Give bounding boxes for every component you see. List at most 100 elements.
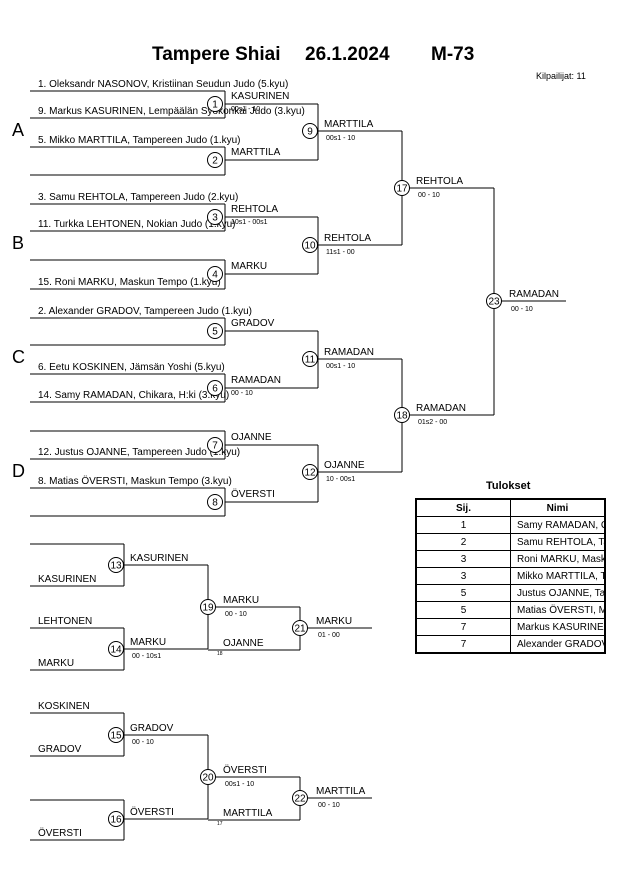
results-header-row: Sij. Nimi — [415, 498, 606, 517]
winner-name: GRADOV — [130, 723, 174, 734]
match-number-circle — [394, 180, 410, 196]
match-score: 00 - 10 — [418, 192, 440, 199]
name-cell: Markus KASURINEN, Lempäälän Syo — [510, 618, 606, 636]
match-number: 14 — [110, 645, 122, 656]
match-number-circle — [200, 769, 216, 785]
winner-name: MARKU — [223, 595, 259, 606]
cross-ref: 18 — [217, 651, 223, 657]
winner-name: GRADOV — [231, 318, 275, 329]
winner-name: ÖVERSTI — [130, 806, 174, 818]
winner-name: REHTOLA — [231, 204, 278, 215]
match-number-circle — [207, 323, 223, 339]
match-number-circle — [207, 266, 223, 282]
participant-count: Kilpailijat: 11 — [536, 71, 586, 81]
match-score: 01s2 - 00 — [418, 419, 447, 426]
match-score: 00 - 10 — [511, 306, 533, 313]
match-number: 9 — [307, 127, 313, 138]
match-number: 12 — [304, 468, 316, 479]
name-cell: Samu REHTOLA, Tampereen Judo — [510, 533, 606, 551]
winner-name: RAMADAN — [324, 347, 374, 358]
rank-cell: 7 — [415, 618, 511, 636]
entrant-name: 11. Turkka LEHTONEN, Nokian Judo (1.kyu) — [38, 219, 236, 230]
winner-name: ÖVERSTI — [223, 764, 267, 776]
entrant-name: 8. Matias ÖVERSTI, Maskun Tempo (3.kyu) — [38, 475, 232, 487]
match-number: 4 — [212, 270, 218, 281]
entrant-name: 3. Samu REHTOLA, Tampereen Judo (2.kyu) — [38, 192, 238, 203]
winner-name: KASURINEN — [231, 91, 289, 102]
name-cell: Samy RAMADAN, Chikara, H:ki — [510, 516, 606, 534]
name-cell: Justus OJANNE, Tampereen Judo — [510, 584, 606, 602]
winner-name: MARTTILA — [324, 119, 374, 130]
match-number-circle — [394, 407, 410, 423]
match-number-circle — [200, 599, 216, 615]
match-number-circle — [207, 209, 223, 225]
match-number-circle — [207, 437, 223, 453]
match-score: 00s1 - 10 — [231, 106, 260, 113]
entrant-name: 6. Eetu KOSKINEN, Jämsän Yoshi (5.kyu) — [38, 362, 225, 373]
match-number-circle — [302, 123, 318, 139]
entrant-name: 9. Markus KASURINEN, Lempäälän Syokonkai… — [38, 106, 305, 117]
match-number-circle — [108, 727, 124, 743]
winner-name: KASURINEN — [130, 553, 188, 564]
weight-category: M-73 — [431, 44, 475, 65]
name-cell: Matias ÖVERSTI, Maskun Tempo — [510, 601, 606, 619]
match-score: 00 - 10 — [225, 611, 247, 618]
match-number: 17 — [396, 184, 408, 195]
cross-ref: 17 — [217, 821, 223, 827]
rank-cell: 3 — [415, 550, 511, 568]
match-number: 10 — [304, 241, 316, 252]
winner-name: MARKU — [231, 261, 267, 272]
cross-entrant: OJANNE — [223, 638, 264, 649]
tournament-date: 26.1.2024 — [305, 44, 390, 65]
match-score: 00s1 - 10 — [326, 363, 355, 370]
rank-cell: 2 — [415, 533, 511, 551]
pool-label: D — [12, 461, 25, 481]
match-number-circle — [292, 790, 308, 806]
rank-cell: 5 — [415, 584, 511, 602]
results-title: Tulokset — [486, 480, 531, 492]
rank-cell: 1 — [415, 516, 511, 534]
match-number-circle — [207, 494, 223, 510]
cross-entrant: MARTTILA — [223, 808, 273, 819]
winner-name: REHTOLA — [416, 176, 463, 187]
match-number-circle — [292, 620, 308, 636]
match-number-circle — [302, 237, 318, 253]
match-number-circle — [207, 152, 223, 168]
match-number: 15 — [110, 731, 122, 742]
match-number: 6 — [212, 384, 218, 395]
match-score: 01 - 00 — [318, 632, 340, 639]
winner-name: OJANNE — [231, 432, 272, 443]
match-number: 7 — [212, 441, 218, 452]
tournament-title: Tampere Shiai — [152, 44, 281, 65]
match-score: 00 - 10s1 — [132, 653, 161, 660]
winner-name: RAMADAN — [231, 375, 281, 386]
winner-name: RAMADAN — [416, 403, 466, 414]
match-number: 11 — [305, 355, 316, 366]
match-number: 16 — [110, 815, 122, 826]
entrant-name: 14. Samy RAMADAN, Chikara, H:ki (3.kyu) — [38, 390, 229, 401]
match-number: 13 — [110, 561, 122, 572]
match-score: 00 - 10 — [132, 739, 154, 746]
match-number-circle — [302, 464, 318, 480]
match-number: 8 — [212, 498, 218, 509]
match-number: 20 — [202, 773, 214, 784]
match-number-circle — [108, 557, 124, 573]
match-number-circle — [207, 380, 223, 396]
match-number: 21 — [294, 624, 306, 635]
rank-cell: 7 — [415, 635, 511, 654]
match-number-circle — [302, 351, 318, 367]
repechage-entrant: LEHTONEN — [38, 616, 92, 627]
match-score: 00 - 10 — [231, 390, 253, 397]
rank-cell: 3 — [415, 567, 511, 585]
winner-name: ÖVERSTI — [231, 488, 275, 500]
match-score: 00s1 - 10 — [225, 781, 254, 788]
